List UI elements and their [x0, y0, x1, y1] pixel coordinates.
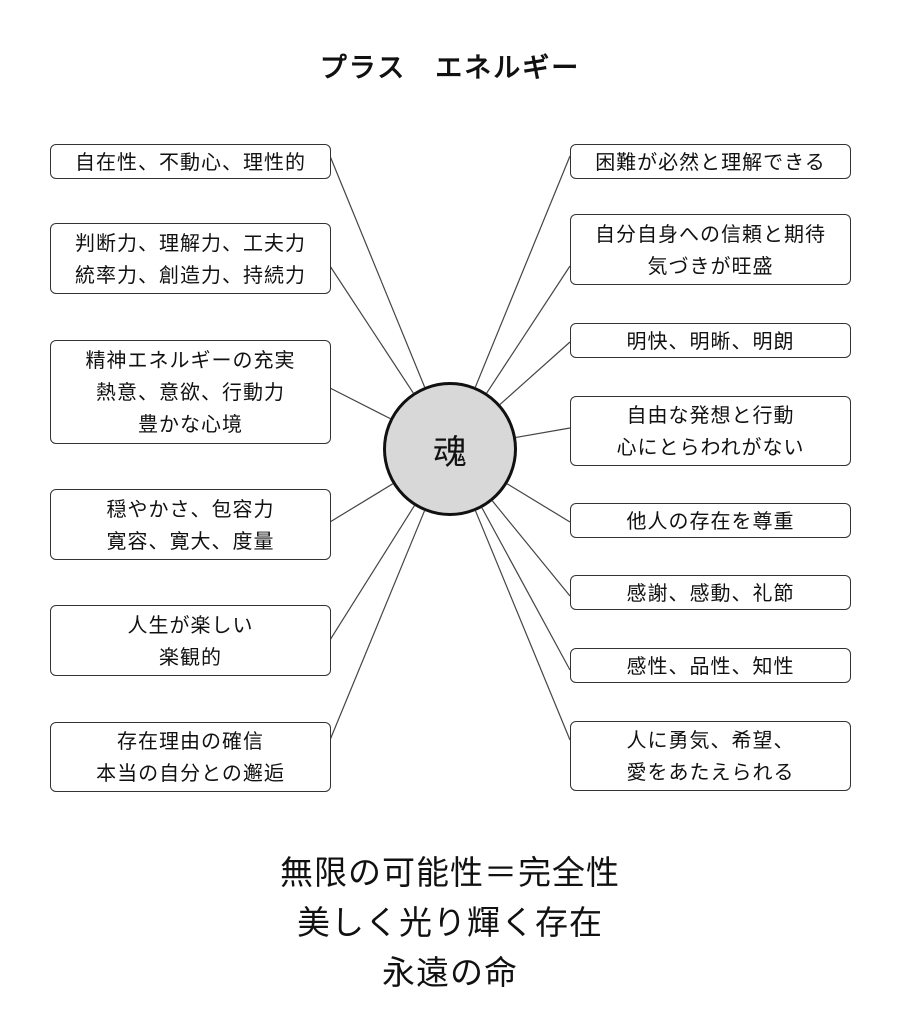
footer-line-1: 無限の可能性＝完全性 — [280, 853, 620, 892]
left-box-4-line-2: 寛容、寛大、度量 — [106, 528, 275, 553]
left-box-4: 穏やかさ、包容力寛容、寛大、度量 — [50, 489, 331, 560]
right-box-2: 自分自身への信頼と期待気づきが旺盛 — [570, 214, 851, 285]
left-box-3-line-3: 豊かな心境 — [138, 412, 243, 436]
right-box-4-line-2: 心にとらわれがない — [616, 435, 805, 459]
left-connector-4 — [329, 483, 394, 523]
center-label: 魂 — [433, 432, 467, 473]
left-box-5-line-2: 楽観的 — [159, 644, 222, 669]
left-box-6: 存在理由の確信本当の自分との邂逅 — [50, 722, 331, 792]
right-box-7-line-1: 感性、品性、知性 — [626, 653, 795, 678]
footer-line-2: 美しく光り輝く存在 — [297, 903, 603, 942]
left-box-1-line-1: 自在性、不動心、理性的 — [75, 149, 306, 174]
left-box-1: 自在性、不動心、理性的 — [50, 144, 331, 179]
right-box-2-line-2: 気づきが旺盛 — [647, 253, 774, 278]
left-box-6-line-1: 存在理由の確信 — [117, 729, 264, 753]
left-box-2-line-1: 判断力、理解力、工夫力 — [75, 230, 306, 255]
right-box-4-line-1: 自由な発想と行動 — [626, 403, 795, 427]
right-box-6-line-1: 感謝、感動、礼節 — [626, 580, 795, 605]
left-connector-3 — [329, 387, 391, 420]
left-connector-6 — [329, 510, 426, 741]
center-circle: 魂 — [383, 382, 517, 516]
right-box-1: 困難が必然と理解できる — [570, 144, 851, 179]
right-box-6: 感謝、感動、礼節 — [570, 575, 851, 610]
right-box-8: 人に勇気、希望、愛をあたえられる — [570, 721, 851, 791]
right-box-2-line-1: 自分自身への信頼と期待 — [595, 221, 826, 246]
right-box-3: 明快、明晰、明朗 — [570, 323, 851, 358]
right-box-4: 自由な発想と行動心にとらわれがない — [570, 396, 851, 466]
right-connector-2 — [486, 265, 571, 394]
left-box-3-line-2: 熱意、意欲、行動力 — [96, 380, 285, 404]
left-box-2-line-2: 統率力、創造力、持続力 — [75, 262, 306, 287]
right-connector-7 — [481, 507, 571, 671]
left-connector-5 — [329, 505, 415, 641]
left-box-6-line-2: 本当の自分との邂逅 — [96, 761, 285, 785]
right-box-3-line-1: 明快、明晰、明朗 — [626, 328, 795, 353]
left-connector-2 — [329, 265, 414, 394]
right-connector-3 — [499, 341, 571, 405]
right-box-1-line-1: 困難が必然と理解できる — [595, 149, 826, 174]
diagram-title: プラス エネルギー — [319, 53, 581, 84]
right-connector-4 — [515, 427, 571, 439]
left-connector-1 — [329, 155, 426, 388]
footer-text: 無限の可能性＝完全性 美しく光り輝く存在 永遠の命 — [0, 848, 900, 998]
left-box-4-line-1: 穏やかさ、包容力 — [106, 496, 275, 521]
footer-line-3: 永遠の命 — [382, 953, 518, 992]
right-box-7: 感性、品性、知性 — [570, 648, 851, 683]
left-box-5: 人生が楽しい楽観的 — [50, 605, 331, 676]
left-box-5-line-1: 人生が楽しい — [127, 612, 254, 637]
left-box-3-line-1: 精神エネルギーの充実 — [85, 348, 296, 372]
right-connector-6 — [491, 500, 571, 597]
right-box-8-line-2: 愛をあたえられる — [626, 760, 795, 784]
right-box-5: 他人の存在を尊重 — [570, 503, 851, 538]
right-connector-8 — [474, 510, 571, 741]
right-box-5-line-1: 他人の存在を尊重 — [626, 508, 795, 533]
right-connector-5 — [506, 483, 571, 523]
right-connector-1 — [474, 155, 571, 388]
left-box-2: 判断力、理解力、工夫力統率力、創造力、持続力 — [50, 223, 331, 294]
left-box-3: 精神エネルギーの充実熱意、意欲、行動力豊かな心境 — [50, 340, 331, 444]
right-box-8-line-1: 人に勇気、希望、 — [626, 728, 795, 752]
